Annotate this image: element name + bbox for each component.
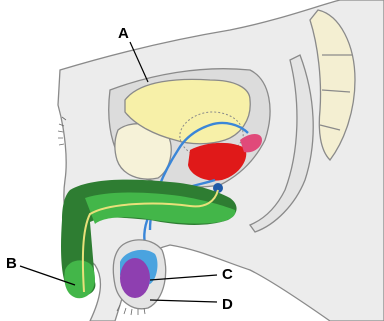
label-a: A — [118, 25, 129, 42]
label-d: D — [222, 296, 233, 313]
leader-d — [150, 300, 217, 302]
glans-penis — [64, 260, 95, 298]
testis — [120, 258, 150, 298]
label-b: B — [6, 255, 17, 272]
label-c: C — [222, 266, 233, 283]
